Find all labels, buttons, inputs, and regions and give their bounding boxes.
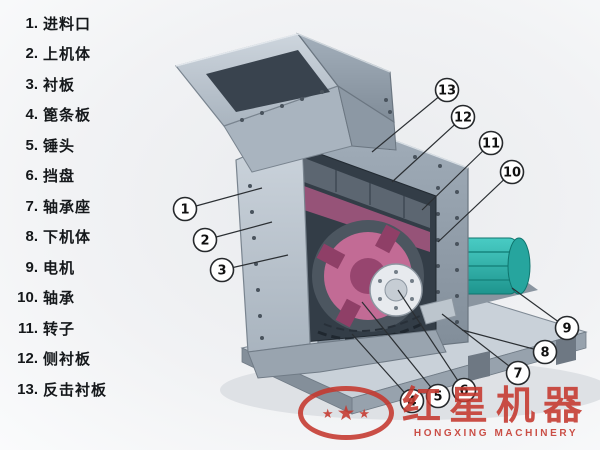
parts-list: 1. 进料口 2. 上机体 3. 衬板 4. 篦条板 5. 锤头 6. 挡盘 7. 轴承座 8…: [8, 8, 158, 405]
parts-list-item: 4. 篦条板: [8, 100, 158, 131]
callout-number: 13: [438, 84, 456, 99]
part-number: 13.: [17, 380, 38, 398]
parts-list-item: 2. 上机体: [8, 39, 158, 70]
machine-illustration: [174, 32, 600, 420]
callout-13: 13: [371, 77, 460, 153]
parts-list-item: 12. 侧衬板: [8, 344, 158, 375]
callout-7: 7: [441, 313, 531, 386]
part-number: 8.: [25, 228, 38, 246]
callout-11: 11: [421, 130, 504, 211]
brand-name: 红星机器: [401, 384, 590, 428]
body-skirt: [247, 329, 447, 379]
parts-list-item: 7. 轴承座: [8, 191, 158, 222]
part-label: 衬板: [43, 76, 76, 94]
callout-number: 9: [562, 322, 571, 337]
callout-number: 6: [459, 384, 468, 399]
callout-5: 5: [361, 301, 451, 409]
part-number: 11.: [17, 319, 38, 337]
part-label: 转子: [43, 320, 76, 338]
callout-9: 9: [511, 287, 580, 341]
part-number: 2.: [25, 45, 38, 63]
part-number: 1.: [25, 14, 38, 32]
parts-list-item: 6. 挡盘: [8, 161, 158, 192]
star-icon: ★: [336, 401, 356, 425]
part-label: 轴承: [43, 290, 76, 308]
part-number: 10.: [17, 289, 38, 307]
parts-list-item: 5. 锤头: [8, 130, 158, 161]
part-label: 挡盘: [43, 168, 76, 186]
part-label: 锤头: [43, 137, 76, 155]
brand-watermark: ★ ★ ★ 红星机器 HONGXING MACHINERY: [297, 384, 590, 440]
part-number: 5.: [25, 136, 38, 154]
part-number: 7.: [25, 197, 38, 215]
callout-4: 4: [351, 333, 425, 414]
part-number: 12.: [17, 350, 38, 368]
callouts: 1 2 3 4 5 6 7: [172, 77, 580, 414]
callout-12: 12: [391, 104, 476, 183]
part-label: 侧衬板: [43, 351, 92, 369]
parts-list-item: 13. 反击衬板: [8, 374, 158, 405]
callout-number: 8: [540, 346, 549, 361]
part-number: 9.: [25, 258, 38, 276]
callout-number: 5: [433, 390, 442, 405]
callout-2: 2: [192, 221, 273, 253]
parts-list-item: 3. 衬板: [8, 69, 158, 100]
parts-list-item: 8. 下机体: [8, 222, 158, 253]
callout-number: 12: [454, 111, 472, 126]
star-icon: ★: [358, 405, 371, 421]
callout-3: 3: [209, 254, 289, 283]
part-number: 4.: [25, 106, 38, 124]
part-label: 轴承座: [43, 198, 92, 216]
parts-list-item: 1. 进料口: [8, 8, 158, 39]
part-label: 上机体: [43, 46, 92, 64]
feed-hopper: [174, 32, 397, 173]
parts-list-item: 9. 电机: [8, 252, 158, 283]
callout-8: 8: [461, 329, 558, 365]
callout-number: 10: [503, 166, 521, 181]
part-label: 下机体: [43, 229, 92, 247]
brand-subtitle: HONGXING MACHINERY: [413, 428, 579, 440]
part-label: 电机: [43, 259, 76, 277]
part-label: 反击衬板: [43, 381, 108, 399]
callout-number: 11: [482, 137, 500, 152]
callout-number: 4: [407, 395, 416, 410]
star-icon: ★: [321, 405, 334, 421]
parts-list-item: 11. 转子: [8, 313, 158, 344]
part-label: 进料口: [43, 15, 92, 33]
callout-number: 2: [200, 234, 209, 249]
callout-1: 1: [172, 187, 263, 222]
callout-number: 3: [217, 264, 226, 279]
part-number: 6.: [25, 167, 38, 185]
logo-stars-ellipse: ★ ★ ★: [297, 386, 394, 440]
callout-6: 6: [397, 289, 477, 403]
part-label: 篦条板: [43, 107, 92, 125]
part-number: 3.: [25, 75, 38, 93]
crushing-chamber: [297, 145, 457, 343]
callout-10: 10: [437, 159, 525, 243]
callout-number: 1: [180, 203, 189, 218]
parts-list-item: 10. 轴承: [8, 283, 158, 314]
callout-number: 7: [513, 367, 522, 382]
